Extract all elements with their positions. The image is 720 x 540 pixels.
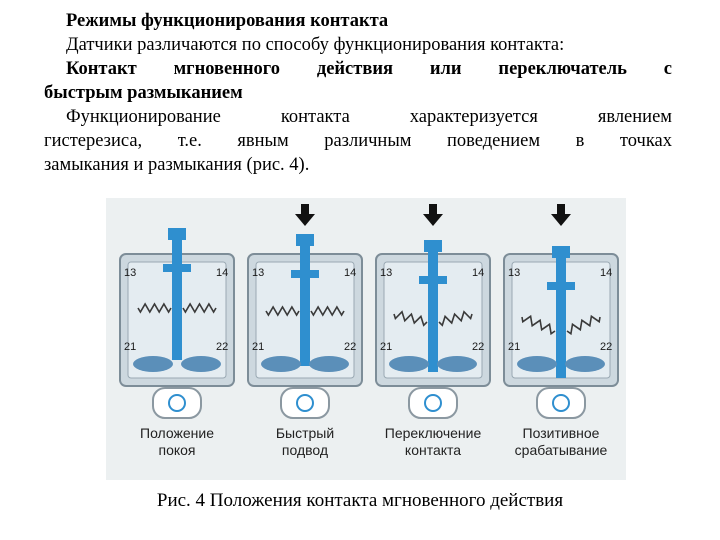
spring [566,314,601,336]
terminal-label: 14 [472,267,484,279]
actuator-crossbar [291,270,319,278]
arrow-shaft [429,204,437,214]
terminal-label: 13 [124,267,136,279]
down-arrow-icon [295,214,315,226]
terminal-label: 13 [380,267,392,279]
panel-label-line1: Позитивное [523,425,600,441]
paragraph-line-3: замыкания и размыкания (рис. 4). [44,155,310,175]
arrow-shaft [557,204,565,214]
figure-caption: Рис. 4 Положения контакта мгновенного де… [156,490,564,511]
contact-disc-left [261,356,301,372]
terminal-label: 14 [600,267,612,279]
spring [310,305,345,317]
panel-label-line2: покоя [158,442,195,458]
panel-label-line2: срабатывание [515,442,608,458]
arrow-shaft [301,204,309,214]
terminal-label: 21 [508,341,520,353]
terminal-label: 21 [124,341,136,353]
actuator-plunger [556,258,566,378]
actuator-crossbar [163,264,191,272]
actuator-plunger [428,252,438,372]
panel-label-line1: Положение [140,425,214,441]
actuator-crossbar [547,282,575,290]
paragraph-line-1: Функционирование контакта характеризуетс… [66,107,672,127]
spring [137,302,172,314]
spring [393,310,428,327]
spring [438,310,473,327]
down-arrow-icon [423,214,443,226]
terminal-label: 14 [216,267,228,279]
paragraph-line-2: гистерезиса, т.е. явным различным поведе… [44,131,672,151]
contact-disc-right [181,356,221,372]
roller-wheel [552,394,570,412]
actuator-cap [168,228,186,240]
contact-disc-right [437,356,477,372]
contact-disc-right [309,356,349,372]
heading: Режимы функционирования контакта [66,11,389,31]
terminal-label: 22 [600,341,612,353]
terminal-label: 22 [216,341,228,353]
roller-wheel [424,394,442,412]
actuator-cap [424,240,442,252]
panel-label-line2: подвод [282,442,328,458]
spring [265,305,300,317]
contact-disc-left [517,356,557,372]
terminal-label: 13 [508,267,520,279]
terminal-label: 21 [380,341,392,353]
down-arrow-icon [551,214,571,226]
spring [521,314,556,336]
actuator-cap [296,234,314,246]
terminal-label: 22 [344,341,356,353]
subheading-line-2: быстрым размыканием [44,83,243,103]
terminal-label: 14 [344,267,356,279]
contact-disc-right [565,356,605,372]
roller-wheel [168,394,186,412]
actuator-plunger [172,240,182,360]
panel-label-line1: Переключение [385,425,482,441]
terminal-label: 22 [472,341,484,353]
subheading-line-1: Контакт мгновенного действия или переклю… [66,59,672,79]
actuator-plunger [300,246,310,366]
terminal-label: 21 [252,341,264,353]
intro-paragraph: Датчики различаются по способу функциони… [66,35,565,55]
panel-label-line2: контакта [405,442,461,458]
text-block: Режимы функционирования контакта Датчики… [44,9,672,177]
actuator-cap [552,246,570,258]
panel-label-line1: Быстрый [276,425,334,441]
spring [182,302,217,314]
actuator-crossbar [419,276,447,284]
roller-wheel [296,394,314,412]
contact-disc-left [389,356,429,372]
contact-disc-left [133,356,173,372]
terminal-label: 13 [252,267,264,279]
